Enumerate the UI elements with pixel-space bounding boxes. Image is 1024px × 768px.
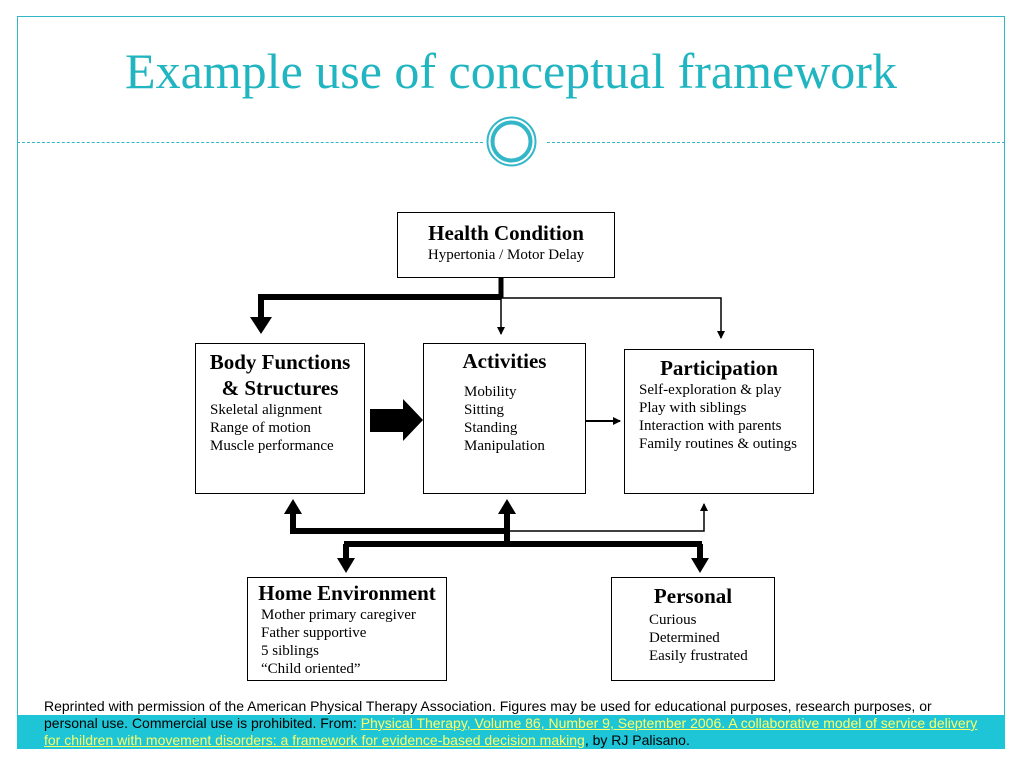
- source-caption: Reprinted with permission of the America…: [44, 698, 980, 749]
- health-to-participation-arrow: [501, 297, 725, 339]
- slide-title: Example use of conceptual framework: [125, 43, 897, 99]
- title-divider-left: [17, 142, 483, 143]
- bar-to-home-arrowhead: [337, 558, 355, 573]
- health-condition-detail: Hypertonia / Motor Delay: [427, 247, 585, 264]
- title-divider-right: [547, 142, 1005, 143]
- list-item: Manipulation: [464, 438, 545, 455]
- list-item: Curious: [649, 612, 697, 629]
- list-item: Sitting: [464, 402, 505, 419]
- bottom-band: [17, 715, 1005, 749]
- list-item: Play with siblings: [639, 400, 747, 417]
- list-item: Standing: [464, 420, 518, 437]
- home-environment-heading: Home Environment: [258, 581, 436, 605]
- list-item: Skeletal alignment: [210, 402, 323, 418]
- list-item: Self-exploration & play: [639, 382, 782, 399]
- list-item: Father supportive: [261, 625, 367, 642]
- list-item: Determined: [649, 630, 720, 647]
- list-item: Muscle performance: [210, 438, 334, 454]
- list-item: “Child oriented”: [261, 661, 361, 678]
- circle-ornament-icon: [486, 116, 537, 167]
- health-to-body-arrowhead: [250, 317, 272, 334]
- list-item: Range of motion: [210, 420, 311, 436]
- body-functions-heading: Body Functions & Structures: [196, 344, 364, 401]
- body-functions-heading-line1: Body Functions: [209, 350, 351, 374]
- participation-heading: Participation: [660, 356, 778, 380]
- health-condition-box: Health Condition Hypertonia / Motor Dela…: [397, 212, 615, 278]
- body-functions-box: Body Functions & Structures Skeletal ali…: [195, 343, 365, 494]
- participation-box: Participation Self-exploration & play Pl…: [624, 349, 814, 494]
- body-to-activities-arrow: [370, 399, 423, 441]
- env-to-participation-arrow: [509, 503, 708, 532]
- health-condition-heading: Health Condition: [428, 221, 584, 245]
- source-link[interactable]: Physical Therapy, Volume 86, Number 9, S…: [44, 715, 978, 748]
- health-to-body-arrow: [258, 294, 501, 318]
- list-item: Family routines & outings: [639, 436, 797, 453]
- list-item: Mobility: [464, 384, 517, 401]
- env-to-body-arrowhead: [284, 499, 302, 514]
- env-to-activities-arrowhead: [498, 499, 516, 514]
- list-item: Mother primary caregiver: [261, 607, 416, 624]
- activities-heading: Activities: [462, 349, 547, 373]
- activities-box: Activities Mobility Sitting Standing Man…: [423, 343, 586, 494]
- list-item: Interaction with parents: [639, 418, 782, 435]
- home-environment-box: Home Environment Mother primary caregive…: [247, 577, 447, 681]
- list-item: 5 siblings: [261, 643, 319, 660]
- personal-box: Personal Curious Determined Easily frust…: [611, 577, 775, 681]
- caption-suffix: , by RJ Palisano.: [584, 732, 690, 748]
- caption-text: Reprinted with permission of the America…: [44, 698, 932, 731]
- body-functions-heading-line2: & Structures: [221, 376, 339, 400]
- bar-to-personal-arrowhead: [691, 558, 709, 573]
- personal-heading: Personal: [653, 584, 733, 608]
- list-item: Easily frustrated: [649, 648, 748, 665]
